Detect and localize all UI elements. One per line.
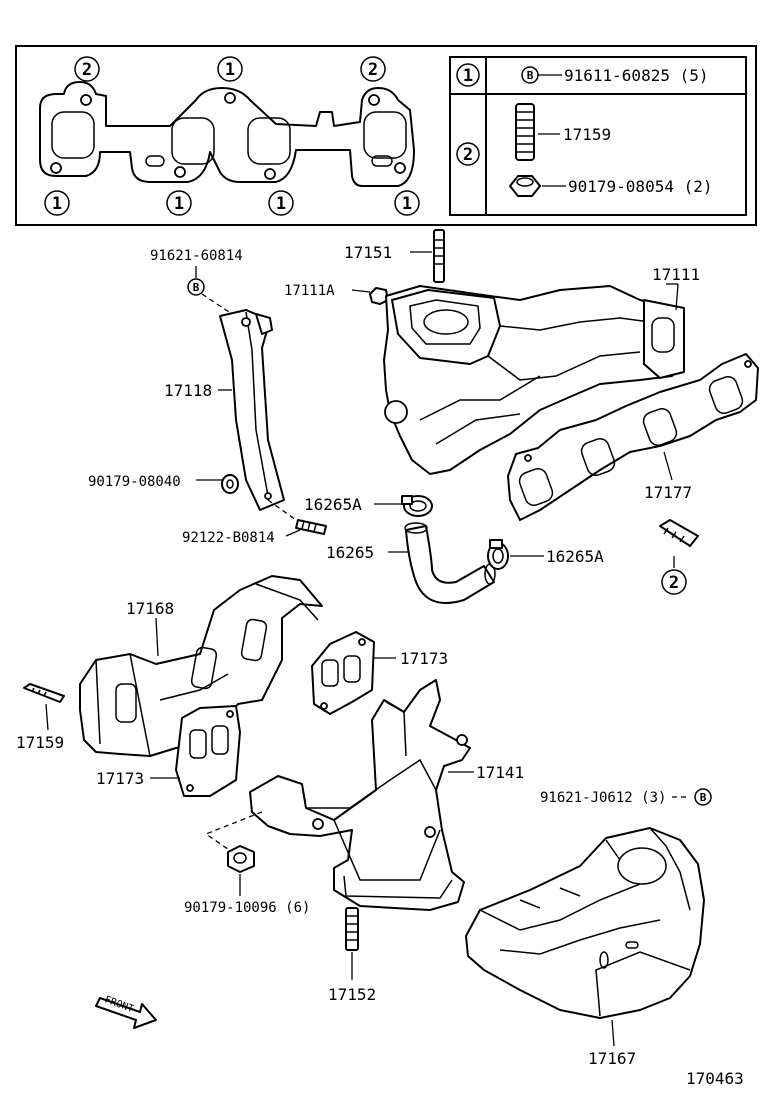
bolt-symbol-icon: B — [527, 69, 534, 82]
svg-text:1: 1 — [174, 194, 184, 214]
svg-text:1: 1 — [276, 194, 286, 214]
label-90179-10096: 90179-10096 (6) — [184, 900, 310, 916]
diagram-number: 170463 — [686, 1069, 744, 1088]
label-17111: 17111 — [652, 265, 700, 284]
gasket-17177 — [507, 353, 759, 521]
gasket-panel-border — [15, 45, 757, 226]
svg-text:2: 2 — [368, 60, 378, 80]
label-17168: 17168 — [126, 599, 174, 618]
label-17167: 17167 — [588, 1049, 636, 1068]
svg-text:1: 1 — [402, 194, 412, 214]
intake-manifold-17111 — [383, 285, 685, 475]
label-17118: 17118 — [164, 381, 212, 400]
exhaust-manifold-17141 — [249, 679, 471, 911]
nut-90179-10096 — [227, 845, 255, 873]
gasket-marker-1-top: 1 — [217, 56, 243, 82]
heat-insulator-17167 — [465, 827, 705, 1019]
label-17159: 17159 — [16, 733, 64, 752]
clamp-16265a-top — [401, 495, 433, 517]
stud-marker-2: 2 — [659, 519, 699, 595]
gasket-marker-2-right: 2 — [360, 56, 386, 82]
front-direction-arrow: FRONT — [95, 994, 157, 1029]
svg-text:B: B — [700, 791, 707, 804]
legend-marker-1: 1 — [463, 66, 473, 86]
svg-text:B: B — [193, 281, 200, 294]
gasket-marker-1-bottom-d: 1 — [394, 190, 420, 216]
gasket-marker-2-left: 2 — [74, 56, 100, 82]
label-17177: 17177 — [644, 483, 692, 502]
label-91621-j0612: 91621-J0612 (3) — [540, 790, 666, 806]
gasket-17173-left — [175, 705, 241, 797]
hose-16265 — [404, 522, 496, 604]
bolt-b-icon-a: B — [187, 278, 205, 296]
legend-stud-part: 17159 — [563, 125, 611, 144]
nut-90179-08040 — [221, 474, 239, 494]
label-90179-08040: 90179-08040 — [88, 474, 181, 490]
label-16265: 16265 — [326, 543, 374, 562]
label-91621-60814: 91621-60814 — [150, 248, 243, 264]
legend-marker-2: 2 — [463, 145, 473, 165]
bracket-17118 — [219, 309, 285, 511]
fastener-legend: 1 B 91611-60825 (5) 2 17159 90179-08054 … — [449, 56, 747, 216]
svg-text:2: 2 — [82, 60, 92, 80]
bolt-b-icon-b: B — [694, 788, 712, 806]
gasket-marker-1-bottom-c: 1 — [268, 190, 294, 216]
label-16265a-top: 16265A — [304, 495, 362, 514]
clamp-16265a-right — [487, 539, 509, 570]
svg-text:1: 1 — [52, 194, 62, 214]
legend-nut-part: 90179-08054 (2) — [568, 177, 713, 196]
stud-17151 — [433, 229, 445, 283]
label-92122-b0814: 92122-B0814 — [182, 530, 275, 546]
label-17173-left: 17173 — [96, 769, 144, 788]
label-17111a: 17111A — [284, 283, 335, 299]
svg-text:1: 1 — [225, 60, 235, 80]
stud-17152 — [345, 907, 359, 951]
stud-icon — [515, 103, 535, 161]
stud-17159 — [23, 683, 65, 703]
exhaust-gasket-drawing — [39, 81, 415, 187]
gasket-17173-top — [311, 631, 375, 715]
gasket-marker-1-bottom-b: 1 — [166, 190, 192, 216]
label-17151: 17151 — [344, 243, 392, 262]
label-17152: 17152 — [328, 985, 376, 1004]
heat-insulator-17168 — [79, 575, 323, 757]
nut-icon — [509, 175, 541, 197]
label-17173-top: 17173 — [400, 649, 448, 668]
label-16265a-right: 16265A — [546, 547, 604, 566]
legend-bolt-part: 91611-60825 (5) — [564, 66, 709, 85]
stud-92122-b0814 — [295, 519, 327, 535]
svg-text:2: 2 — [669, 573, 679, 593]
label-17141: 17141 — [476, 763, 524, 782]
gasket-marker-1-bottom-a: 1 — [44, 190, 70, 216]
